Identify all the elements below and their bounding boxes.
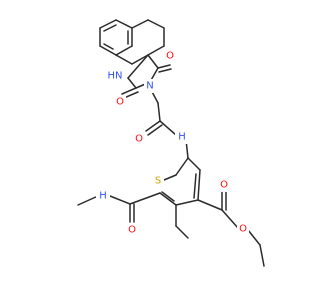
atom-label-o: O	[166, 51, 174, 62]
atom-label-o: O	[239, 224, 247, 235]
atom-label-h: H	[178, 132, 186, 143]
bond	[147, 45, 165, 56]
bond	[157, 102, 161, 122]
bond	[259, 244, 265, 267]
bond	[159, 120, 177, 136]
bond	[157, 64, 171, 69]
bond	[175, 157, 189, 176]
atom-label-o: O	[116, 97, 124, 108]
bond	[247, 229, 261, 246]
bond	[145, 120, 161, 132]
bond	[123, 91, 139, 99]
bond	[115, 19, 133, 29]
bond	[163, 174, 177, 181]
bond	[147, 54, 159, 69]
bond-layer	[77, 19, 265, 267]
atom-label-n: N	[146, 81, 153, 92]
bond	[115, 45, 133, 56]
nitrogen-label-methylamide: H	[96, 189, 110, 203]
atom-label-o: O	[135, 134, 143, 145]
bond	[77, 195, 99, 206]
oxygen-label-amide: O	[133, 132, 145, 146]
bond	[103, 24, 117, 32]
nitrogen-label-ring-nh: HN	[106, 69, 124, 83]
oxygen-label-imide-left: O	[114, 95, 126, 109]
atom-label-hn: HN	[108, 71, 123, 82]
oxygen-label-ester-carbonyl: O	[218, 178, 230, 192]
structure-canvas: O HN N O O H S O	[0, 0, 300, 300]
bond	[197, 169, 201, 201]
bond	[158, 68, 172, 73]
atom-label-s: S	[155, 176, 161, 187]
bond	[147, 19, 165, 29]
nitrogen-label-amide-nh: H	[175, 130, 189, 144]
bond	[109, 195, 131, 205]
canvas-background	[0, 0, 300, 300]
bond	[103, 43, 114, 50]
bond	[159, 192, 177, 206]
oxygen-label-methylamide: O	[126, 223, 138, 237]
atom-label-h: H	[99, 191, 107, 202]
bond	[115, 54, 133, 65]
bond	[187, 157, 201, 171]
oxygen-label-ester-ether: O	[237, 222, 249, 236]
atom-label-o: O	[128, 225, 136, 236]
bond	[99, 19, 117, 29]
bond	[127, 77, 137, 89]
bond	[197, 199, 223, 211]
bond	[221, 209, 239, 229]
bond	[161, 191, 175, 202]
oxygen-label-imide-top: O	[164, 49, 176, 63]
bond	[131, 19, 149, 29]
bond	[131, 54, 149, 65]
nitrogen-label-ring-n: N	[144, 79, 156, 93]
bond	[121, 87, 137, 95]
atom-label-o: O	[220, 180, 228, 191]
bond	[175, 199, 199, 206]
bond	[175, 225, 189, 239]
sulfur-label-thiophene: S	[152, 174, 164, 188]
bond	[99, 45, 117, 56]
bond	[127, 54, 149, 79]
molecule-diagram: O HN N O O H S O	[0, 0, 300, 300]
atom-label-layer: O HN N O O H S O	[96, 49, 249, 237]
bond	[147, 124, 163, 136]
bond	[129, 192, 161, 205]
bond	[193, 173, 197, 199]
